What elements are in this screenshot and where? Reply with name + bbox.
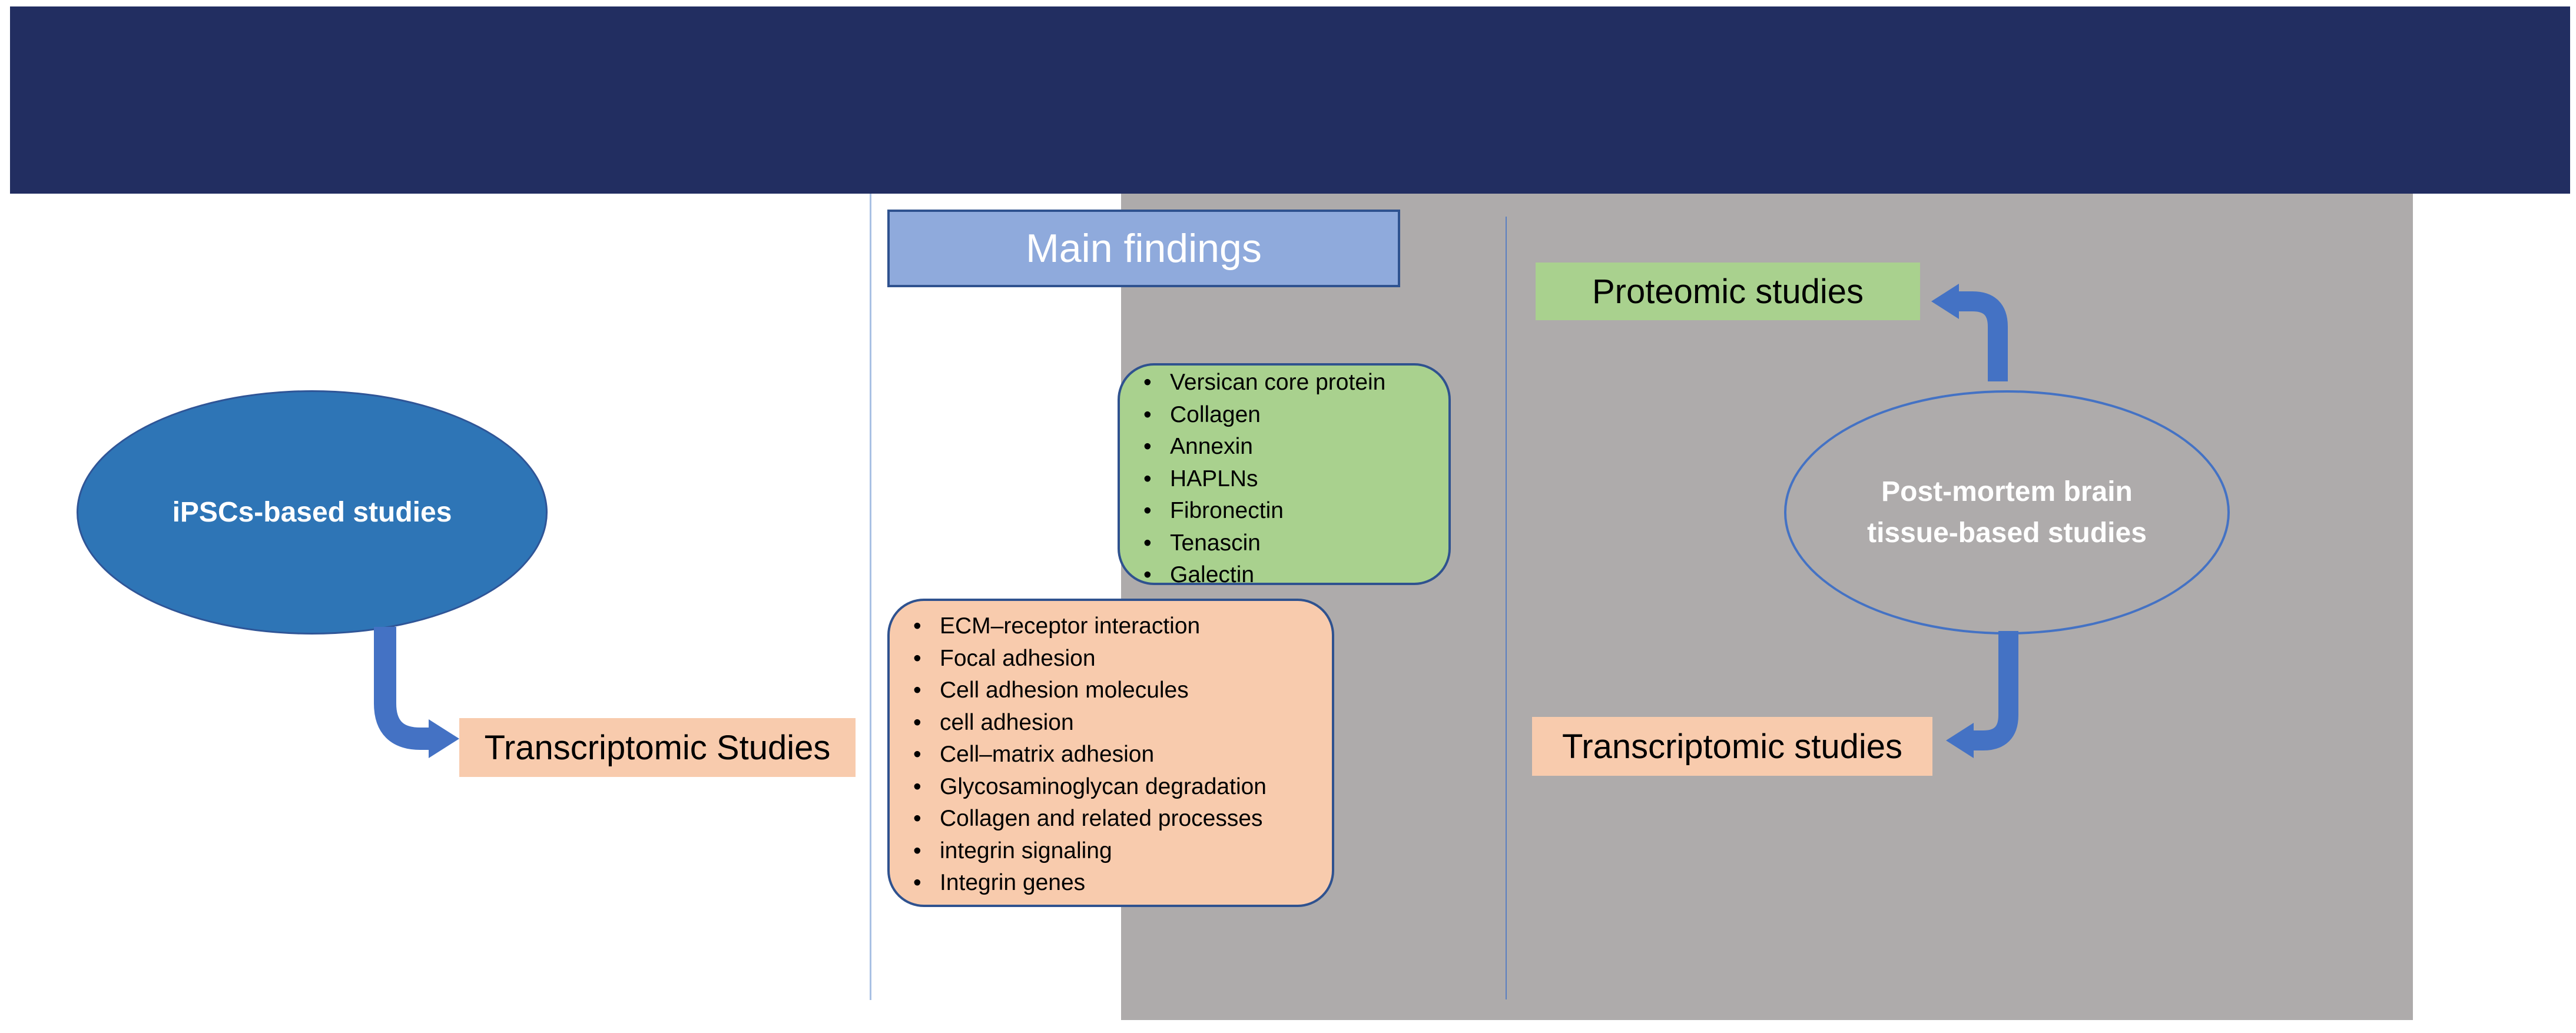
main-findings-box: Main findings bbox=[887, 210, 1400, 287]
list-item: Tenascin bbox=[1120, 527, 1448, 560]
list-item: HAPLNs bbox=[1120, 463, 1448, 496]
proteomic-studies-box: Proteomic studies bbox=[1536, 263, 1920, 320]
list-item: ECM–receptor interaction bbox=[890, 610, 1332, 643]
list-item: Cell adhesion molecules bbox=[890, 675, 1332, 707]
proteomic-arrow-shaft bbox=[1958, 291, 2008, 381]
list-item: Cell–matrix adhesion bbox=[890, 739, 1332, 771]
grey-panel bbox=[1121, 194, 2413, 1020]
list-item: Collagen and related processes bbox=[890, 803, 1332, 835]
header-band bbox=[10, 6, 2570, 194]
list-item: Galectin bbox=[1120, 559, 1448, 592]
ipsc-arrow-shaft bbox=[374, 627, 432, 750]
list-item: Glycosaminoglycan degradation bbox=[890, 771, 1332, 803]
transcriptomic-studies-right-box: Transcriptomic studies bbox=[1532, 717, 1932, 776]
divider-left bbox=[870, 194, 871, 1000]
postmortem-studies-label: Post-mortem brain tissue-based studies bbox=[1867, 476, 2147, 549]
list-item: Focal adhesion bbox=[890, 643, 1332, 675]
list-item: Integrin genes bbox=[890, 867, 1332, 899]
ipsc-to-transcriptomic-arrow bbox=[374, 627, 432, 750]
list-item: Versican core protein bbox=[1120, 367, 1448, 399]
main-findings-label: Main findings bbox=[1026, 226, 1262, 271]
transcriptomic-studies-right-label: Transcriptomic studies bbox=[1561, 727, 1903, 766]
postmortem-studies-node: Post-mortem brain tissue-based studies bbox=[1784, 390, 2230, 635]
transcriptomic-findings-list: ECM–receptor interaction Focal adhesion … bbox=[887, 599, 1334, 907]
proteomic-arrow-head bbox=[1931, 284, 1959, 319]
postmortem-to-proteomic-arrow bbox=[1958, 291, 2008, 381]
transcriptomic-studies-left-label: Transcriptomic Studies bbox=[484, 728, 831, 767]
ipsc-studies-node: iPSCs-based studies bbox=[77, 390, 548, 635]
list-item: Annexin bbox=[1120, 431, 1448, 463]
transcriptomic-right-arrow-shaft bbox=[1972, 631, 2018, 750]
proteomic-studies-label: Proteomic studies bbox=[1592, 272, 1864, 311]
list-item: Fibronectin bbox=[1120, 495, 1448, 527]
postmortem-to-transcriptomic-arrow bbox=[1972, 631, 2018, 750]
list-item: Collagen bbox=[1120, 399, 1448, 431]
proteomic-findings-list: Versican core protein Collagen Annexin H… bbox=[1118, 363, 1451, 591]
ipsc-arrow-head bbox=[429, 719, 459, 758]
list-item: integrin signaling bbox=[890, 835, 1332, 868]
divider-right bbox=[1506, 217, 1507, 999]
ipsc-studies-label: iPSCs-based studies bbox=[172, 497, 452, 528]
transcriptomic-right-arrow-head bbox=[1946, 723, 1974, 758]
list-item: cell adhesion bbox=[890, 707, 1332, 739]
transcriptomic-studies-left-box: Transcriptomic Studies bbox=[459, 718, 856, 777]
